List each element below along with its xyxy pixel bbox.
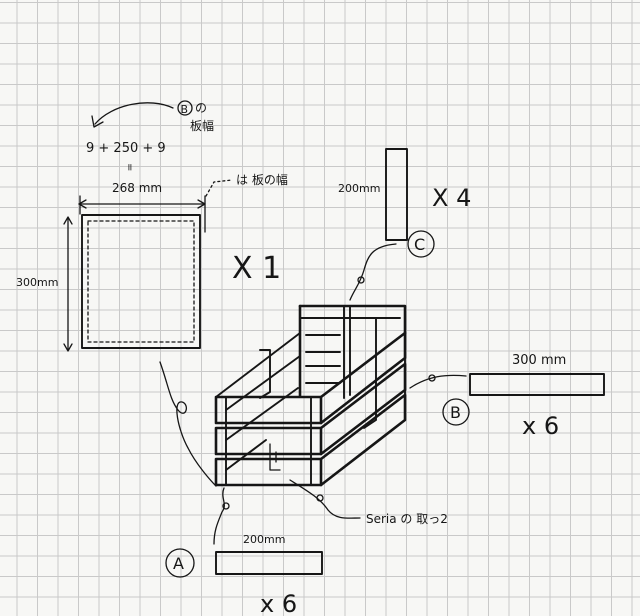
board-width-note: は 板の幅 — [236, 172, 288, 187]
b-note-circle — [177, 100, 193, 116]
crate-left-slat-4 — [225, 439, 267, 471]
b-note-marker: B — [181, 103, 189, 116]
crate-back-top-edge — [298, 304, 407, 335]
part-b-length: 300 mm — [512, 353, 566, 368]
part-c-link-line — [349, 243, 397, 301]
part-b-link-loop — [428, 374, 436, 382]
screw-note: Seria の 取っ2 — [366, 512, 448, 526]
part-c-link-loop — [357, 276, 365, 284]
board-width-leader — [205, 179, 233, 197]
part-a-quantity: x 6 — [260, 590, 297, 616]
crate-back-slat-2 — [305, 365, 341, 384]
b-note-arrowhead — [91, 115, 104, 128]
crate-back-slat-1 — [305, 334, 341, 353]
part-c-board — [385, 148, 408, 241]
width-dimension-label: 268 mm — [112, 181, 162, 195]
b-note-text-2: 板幅 — [190, 118, 214, 133]
crate-side-slat-1 — [319, 331, 407, 425]
height-arrow-bottom — [63, 343, 73, 352]
base-panel — [81, 214, 201, 349]
part-c-marker: C — [414, 235, 425, 254]
crate-front-slat-1 — [214, 395, 323, 425]
width-formula: 9 + 250 + 9 — [86, 141, 166, 156]
part-b-marker: B — [450, 403, 461, 422]
crate-mid-post-left — [259, 349, 271, 399]
part-a-length: 200mm — [243, 533, 285, 546]
part-a-link-loop — [222, 502, 230, 510]
formula-equals-sign: = — [124, 163, 135, 171]
b-note-arrow — [94, 102, 174, 125]
part-a-marker-circle — [165, 548, 195, 578]
part-b-quantity: x 6 — [522, 412, 559, 440]
height-arrow-top — [63, 216, 73, 225]
part-b-board — [469, 373, 605, 396]
screw-note-leader — [289, 479, 361, 519]
part-a-marker: A — [173, 554, 184, 573]
crate-front-slat-2 — [214, 426, 323, 456]
base-quantity: X 1 — [232, 251, 281, 286]
part-a-board — [215, 551, 323, 575]
crate-left-slat-2 — [225, 355, 301, 411]
base-panel-inner-line — [87, 220, 195, 343]
crate-screw-marks — [269, 443, 281, 471]
crate-left-slat-3 — [225, 387, 299, 441]
crate-mid-post-right — [363, 317, 377, 429]
screw-note-loop — [316, 494, 324, 502]
crate-rear-post — [343, 305, 351, 399]
base-height-label: 300mm — [16, 276, 58, 289]
part-c-quantity: X 4 — [432, 184, 471, 212]
crate-drawing — [214, 304, 407, 487]
base-link-line — [159, 361, 217, 487]
crate-side-slat-2 — [319, 362, 407, 456]
part-c-length: 200mm — [338, 182, 380, 195]
part-a-link-line — [213, 487, 225, 545]
crate-side-slat-3 — [319, 393, 407, 487]
width-arrow-left — [78, 199, 87, 209]
part-c-marker-circle — [407, 230, 435, 258]
part-b-marker-circle — [442, 398, 470, 426]
part-b-link-line — [409, 374, 467, 389]
crate-front-slat-3 — [214, 457, 323, 487]
crate-left-slat-1 — [215, 332, 301, 398]
b-note-text-1: の — [195, 101, 207, 115]
